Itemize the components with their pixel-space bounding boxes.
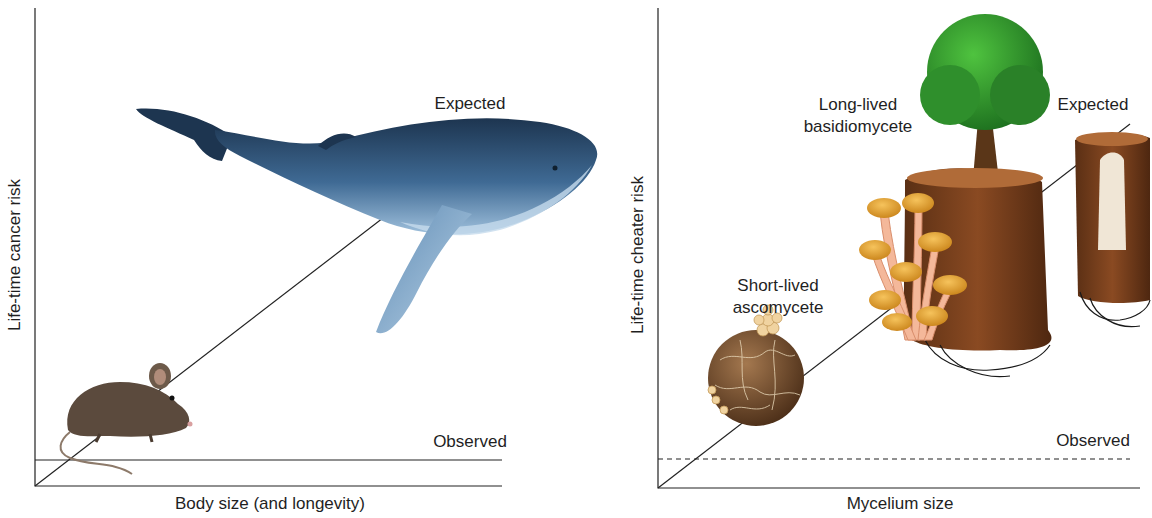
roots	[925, 292, 1150, 377]
line-label: Observed	[433, 431, 507, 453]
observed-line	[658, 458, 1130, 459]
tree-stumps	[904, 132, 1150, 377]
mouse	[61, 363, 193, 474]
organism-label: Short-lived ascomycete	[726, 275, 831, 319]
left-axes	[35, 8, 505, 486]
right-axes	[658, 8, 1140, 488]
observed-line	[35, 459, 502, 460]
mushrooms	[859, 193, 967, 340]
tree	[920, 14, 1050, 190]
axis-title: Life-time cheater risk	[627, 176, 649, 334]
whale	[136, 109, 597, 334]
ascomycete	[708, 305, 804, 426]
axis-title: Life-time cancer risk	[4, 179, 26, 331]
axis-title: Mycelium size	[847, 493, 954, 515]
expected-line	[658, 124, 1130, 488]
axis-title: Body size (and longevity)	[175, 493, 365, 515]
line-label: Expected	[435, 93, 506, 115]
line-label: Expected	[1058, 94, 1129, 116]
line-label: Observed	[1056, 430, 1130, 452]
organism-label: Long-lived basidiomycete	[796, 94, 921, 138]
